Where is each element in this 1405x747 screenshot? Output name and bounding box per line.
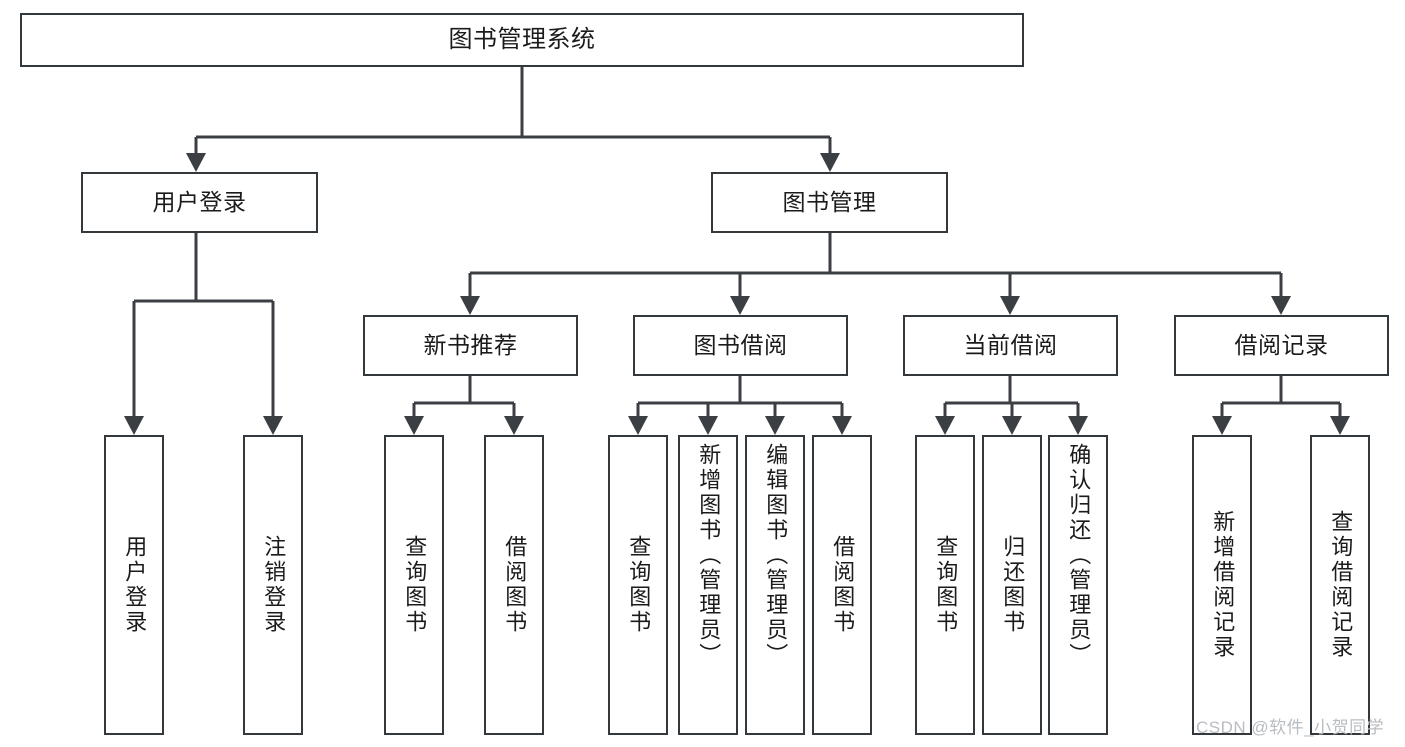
node-label: 查询图书 [402,535,428,635]
arrowhead-cb-leaf-3 [1068,416,1088,435]
node-root-book-management-system[interactable]: 图书管理系统 [20,13,1024,67]
node-current-borrow[interactable]: 当前借阅 [903,315,1118,376]
arrowhead-book-borrow [730,296,750,315]
arrowhead-current-borrow [1000,296,1020,315]
node-label: 用户登录 [122,535,148,635]
arrowhead-user-login [186,153,206,172]
leaf-logout[interactable]: 注销登录 [243,435,303,735]
leaf-confirm-return-admin[interactable]: 确认归还（管理员） [1048,435,1108,735]
arrowhead-br-leaf-1 [1212,416,1232,435]
node-label: 新增图书（管理员） [696,443,722,668]
node-label: 当前借阅 [963,331,1058,358]
node-label: 图书管理系统 [448,25,596,53]
arrowhead-nb-leaf-1 [404,416,424,435]
node-label: 查询借阅记录 [1328,510,1354,660]
leaf-add-book-admin[interactable]: 新增图书（管理员） [678,435,738,735]
node-label: 借阅图书 [502,535,528,635]
arrowhead-cb-leaf-1 [935,416,955,435]
node-user-login[interactable]: 用户登录 [81,172,318,233]
leaf-query-book-borrow[interactable]: 查询图书 [608,435,668,735]
node-label: 确认归还（管理员） [1066,443,1092,668]
arrowhead-br-leaf-2 [1330,416,1350,435]
node-book-management[interactable]: 图书管理 [711,172,948,233]
node-new-book-recommend[interactable]: 新书推荐 [363,315,578,376]
arrowhead-leaf-user-login [124,416,144,435]
leaf-borrow-book-recommend[interactable]: 借阅图书 [484,435,544,735]
leaf-edit-book-admin[interactable]: 编辑图书（管理员） [745,435,805,735]
arrowhead-bb-leaf-4 [832,416,852,435]
node-label: 查询图书 [626,535,652,635]
leaf-return-book[interactable]: 归还图书 [982,435,1042,735]
leaf-query-borrow-record[interactable]: 查询借阅记录 [1310,435,1370,735]
arrowhead-book-manage [820,153,840,172]
leaf-add-borrow-record[interactable]: 新增借阅记录 [1192,435,1252,735]
leaf-query-book-current[interactable]: 查询图书 [915,435,975,735]
arrowhead-bb-leaf-1 [628,416,648,435]
node-book-borrow[interactable]: 图书借阅 [633,315,848,376]
arrowhead-bb-leaf-2 [698,416,718,435]
leaf-query-book-recommend[interactable]: 查询图书 [384,435,444,735]
arrowhead-leaf-logout [263,416,283,435]
arrowhead-new-book [460,296,480,315]
node-label: 借阅记录 [1234,331,1329,358]
node-label: 借阅图书 [830,535,856,635]
arrowhead-nb-leaf-2 [504,416,524,435]
node-label: 图书管理 [782,188,877,215]
node-borrow-record[interactable]: 借阅记录 [1174,315,1389,376]
arrowhead-borrow-record [1271,296,1291,315]
leaf-borrow-book[interactable]: 借阅图书 [812,435,872,735]
node-label: 注销登录 [261,535,287,635]
arrowhead-cb-leaf-2 [1002,416,1022,435]
node-label: 新书推荐 [423,331,518,358]
node-label: 用户登录 [152,188,247,215]
node-label: 新增借阅记录 [1210,510,1236,660]
leaf-user-login[interactable]: 用户登录 [104,435,164,735]
node-label: 图书借阅 [693,331,788,358]
node-label: 归还图书 [1000,535,1026,635]
arrowhead-bb-leaf-3 [765,416,785,435]
node-label: 编辑图书（管理员） [763,443,789,668]
node-label: 查询图书 [933,535,959,635]
